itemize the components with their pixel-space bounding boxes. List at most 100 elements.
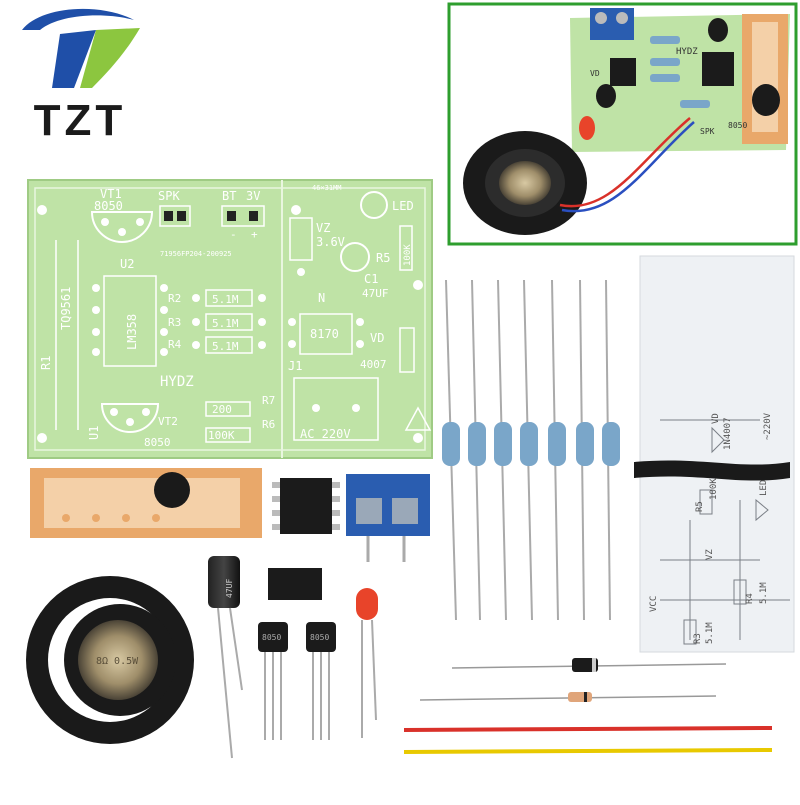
- label-u2-chip: LM358: [125, 314, 139, 350]
- spk-pads: [159, 205, 191, 227]
- main-pcb: VT1 8050 SPK BT 3V - + 46×31MM 71956FP20…: [27, 179, 433, 459]
- pad: [288, 318, 296, 326]
- warning-icon: [404, 406, 432, 431]
- manual-r5: R5: [695, 501, 705, 512]
- speaker-label: 8Ω 0.5W: [96, 656, 139, 667]
- sound-chip-module: [30, 468, 262, 538]
- led-body: [356, 588, 378, 620]
- chip-body: [280, 478, 332, 534]
- label-vt1-type: 8050: [94, 199, 123, 213]
- label-r7: R7: [262, 394, 275, 407]
- r4-footprint: 5.1M: [192, 336, 266, 354]
- label-vt2: VT2: [158, 415, 178, 428]
- pad: [160, 348, 168, 356]
- diode-1n4007: [451, 658, 727, 672]
- inset-terminal-screw: [595, 12, 607, 24]
- r7-outline: [205, 401, 251, 417]
- inset-label-spk: SPK: [700, 127, 715, 136]
- manual-r3-value: 5.1M: [705, 622, 715, 644]
- label-u2: U2: [120, 257, 134, 271]
- label-c1-value: 47UF: [362, 287, 389, 300]
- label-bt: BT: [222, 189, 236, 203]
- label-led: LED: [392, 199, 414, 213]
- bt-pads: [221, 205, 265, 227]
- led-outline: [360, 191, 388, 219]
- r3-footprint: 5.1M: [192, 313, 266, 331]
- pad: [297, 268, 305, 276]
- label-r5-value: 100K: [403, 244, 413, 266]
- label-j1: J1: [288, 359, 302, 373]
- label-tq9561: TQ9561: [59, 287, 73, 330]
- mount-hole: [37, 205, 47, 215]
- assembled-kit-inset: HYDZ VD SPK 8050: [447, 2, 798, 246]
- small-chip: [268, 568, 322, 600]
- pad: [142, 408, 150, 416]
- transistor-body: [258, 622, 288, 652]
- pad: [118, 228, 126, 236]
- u2-outline: [103, 275, 157, 367]
- manual-vz: VZ: [705, 549, 715, 560]
- inset-wire-blue: [561, 121, 695, 213]
- brand-logo: TZT: [0, 0, 160, 150]
- n-outline: [299, 313, 353, 355]
- label-vz: VZ: [316, 221, 330, 235]
- manual-led: LED: [759, 480, 769, 496]
- pad: [92, 284, 100, 292]
- resistor: [576, 422, 594, 466]
- resistor: [602, 422, 620, 466]
- r6-outline: [205, 427, 251, 443]
- label-vt2-type: 8050: [144, 436, 171, 449]
- c1-outline: [340, 242, 370, 272]
- resistor: [548, 422, 566, 466]
- label-r6: R6: [262, 418, 275, 431]
- inset-transistor: [752, 84, 780, 116]
- label-bt-voltage: 3V: [246, 189, 260, 203]
- transistor-b-label: 8050: [310, 633, 329, 642]
- speaker-cone: [78, 620, 158, 700]
- red-led: [356, 588, 378, 738]
- label-spk: SPK: [158, 189, 180, 203]
- inset-speaker-cone: [499, 161, 551, 205]
- vz-outline: [289, 217, 313, 261]
- mount-hole: [413, 280, 423, 290]
- pad: [288, 340, 296, 348]
- label-vt1: VT1: [100, 187, 122, 201]
- electrolytic-capacitor: 47UF: [208, 556, 243, 759]
- sheet-paper: [639, 255, 795, 653]
- transistor-b: 8050: [306, 622, 336, 740]
- inset-label-vd: VD: [590, 69, 600, 78]
- transistor-a: 8050: [258, 622, 288, 740]
- screw-terminal: [346, 474, 430, 562]
- manual-vd: VD: [711, 413, 721, 424]
- inset-board: [570, 14, 790, 152]
- pad: [92, 306, 100, 314]
- pad: [62, 514, 70, 522]
- label-board-code: 71956FP204-200925: [160, 250, 232, 258]
- label-ac: AC 220V: [300, 427, 351, 441]
- label-r6-value: 100K: [208, 429, 235, 442]
- inset-resistor: [650, 74, 680, 82]
- label-r3-value: 5.1M: [212, 317, 239, 330]
- pad: [160, 306, 168, 314]
- vd-outline: [399, 327, 415, 373]
- inset-chip-8170: [610, 58, 636, 86]
- label-r2: R2: [168, 292, 181, 305]
- pad: [160, 284, 168, 292]
- label-hydz: HYDZ: [160, 374, 194, 390]
- resistor: [520, 422, 538, 466]
- manual-r3: R3: [693, 633, 703, 644]
- inset-resistor: [650, 58, 680, 66]
- inset-terminal-block: [590, 8, 634, 40]
- vt1-outline: [90, 211, 154, 243]
- manual-ac: ~220V: [763, 412, 773, 440]
- instruction-sheet: VD 1N4007 ~220V R5 100K LED VZ R4 5.1M R…: [634, 255, 795, 653]
- brand-name: TZT: [33, 96, 127, 145]
- rubber-band: [634, 460, 790, 481]
- manual-r5-value: 100K: [709, 478, 719, 500]
- pad: [110, 408, 118, 416]
- pad: [126, 418, 134, 426]
- inset-wire-red: [559, 117, 691, 208]
- inset-capacitor: [596, 84, 616, 108]
